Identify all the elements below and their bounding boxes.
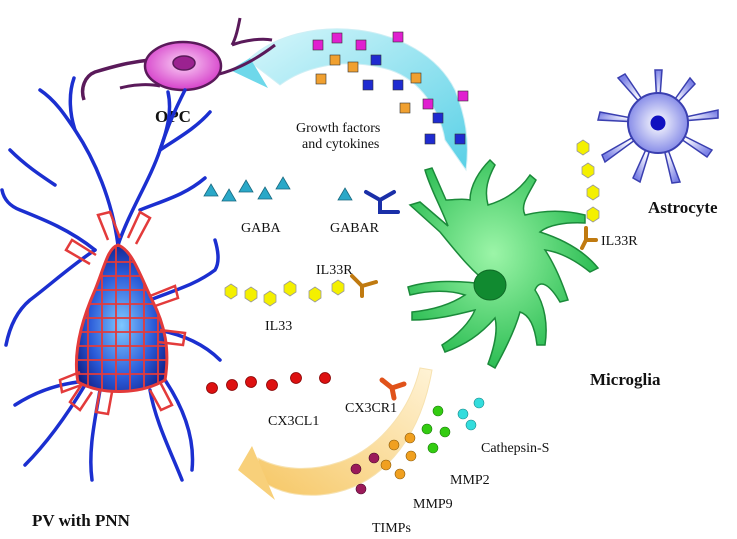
cx3cl1-molecule	[319, 372, 331, 384]
il33-molecule	[586, 184, 600, 201]
il33-molecule	[331, 279, 345, 296]
timps-molecule	[355, 483, 367, 495]
timps-label: TIMPs	[372, 521, 411, 536]
gaba-label: GABA	[241, 221, 282, 236]
cx3cl1-molecule	[226, 379, 238, 391]
opc-cell	[80, 17, 276, 101]
growth-factor-square	[329, 54, 341, 66]
pnn-grid	[76, 245, 167, 392]
cx3cr1-receptor	[379, 377, 407, 401]
microglia-label: Microglia	[590, 370, 661, 389]
pv-pnn-label: PV with PNN	[32, 511, 131, 530]
cytokine-square	[424, 133, 436, 145]
il33-hexagons	[224, 279, 345, 307]
mmp2-molecules	[421, 405, 451, 454]
mmp2-molecule	[427, 442, 439, 454]
il33-molecule	[308, 286, 322, 303]
gaba-molecule	[221, 188, 237, 202]
cytokine-square	[457, 90, 469, 102]
cathepsin-molecules	[457, 397, 485, 431]
timps-molecule	[368, 452, 380, 464]
pv-neuron	[0, 76, 222, 482]
mmp2-molecule	[421, 423, 433, 435]
cathepsin-molecule	[473, 397, 485, 409]
growth-factor-square	[410, 72, 422, 84]
gaba-molecule	[238, 179, 254, 193]
il33r-microglia-label: IL33R	[316, 263, 353, 278]
il33-molecule	[576, 139, 590, 156]
opc-nucleus	[172, 55, 196, 71]
cytokine-square	[392, 79, 404, 91]
cytokine-square	[331, 32, 343, 44]
gaba-molecule	[257, 186, 273, 200]
cx3cl1-molecule	[266, 379, 278, 391]
il33r-microglia-receptor	[350, 274, 378, 298]
cathepsin-label: Cathepsin-S	[481, 441, 549, 456]
growth-factor-square	[315, 73, 327, 85]
mmp9-molecule	[380, 459, 392, 471]
il33-molecule	[581, 162, 595, 179]
gaba-molecule	[203, 183, 219, 197]
gaba-molecules	[203, 176, 353, 202]
il33-molecule	[224, 283, 238, 300]
growth-factor-square	[347, 61, 359, 73]
cytokine-square	[392, 31, 404, 43]
cytokine-square	[370, 54, 382, 66]
cx3cl1-molecule	[206, 382, 218, 394]
gaba-molecule	[337, 187, 353, 201]
cx3cl1-molecules	[206, 372, 331, 394]
mmp9-label: MMP9	[413, 497, 453, 512]
cytokine-square	[454, 133, 466, 145]
il33-label: IL33	[265, 319, 292, 334]
cx3cl1-molecule	[245, 376, 257, 388]
il33-molecule	[283, 280, 297, 297]
cx3cl1-molecule	[290, 372, 302, 384]
mmp2-molecule	[439, 426, 451, 438]
cx3cl1-label: CX3CL1	[268, 414, 319, 429]
cytokine-square	[362, 79, 374, 91]
mmp9-molecule	[394, 468, 406, 480]
astrocyte-nucleus	[650, 115, 666, 131]
cytokines-label: and cytokines	[302, 137, 379, 152]
astrocyte-cell	[597, 69, 719, 184]
microglia-cell	[407, 158, 600, 370]
il33-molecule	[263, 290, 277, 307]
astrocyte-label: Astrocyte	[648, 198, 718, 217]
cytokine-square	[312, 39, 324, 51]
cathepsin-molecule	[457, 408, 469, 420]
mmp9-molecules	[380, 432, 417, 480]
cx3cr1-label: CX3CR1	[345, 401, 397, 416]
pnn-dendrite-wraps	[58, 210, 187, 416]
mmp2-molecule	[432, 405, 444, 417]
il33-molecule	[586, 206, 600, 223]
cytokine-square	[355, 39, 367, 51]
gabar-receptor	[364, 190, 400, 214]
growth-factor-square	[399, 102, 411, 114]
mmp9-molecule	[404, 432, 416, 444]
gabar-label: GABAR	[330, 221, 380, 236]
mmp2-label: MMP2	[450, 473, 490, 488]
microglia-nucleus	[473, 269, 507, 301]
cytokine-square	[432, 112, 444, 124]
cytokine-square	[422, 98, 434, 110]
il33r-astrocyte-receptor	[580, 226, 598, 250]
il33r-astrocyte-label: IL33R	[601, 234, 638, 249]
timps-molecules	[350, 452, 380, 495]
growth-factors-label: Growth factors	[296, 121, 380, 136]
il33-molecule	[244, 286, 258, 303]
cathepsin-molecule	[465, 419, 477, 431]
mmp9-molecule	[405, 450, 417, 462]
growth-factor-squares	[312, 31, 469, 145]
il33-astrocyte-hexagons	[576, 139, 600, 223]
mmp9-molecule	[388, 439, 400, 451]
timps-molecule	[350, 463, 362, 475]
gaba-molecule	[275, 176, 291, 190]
